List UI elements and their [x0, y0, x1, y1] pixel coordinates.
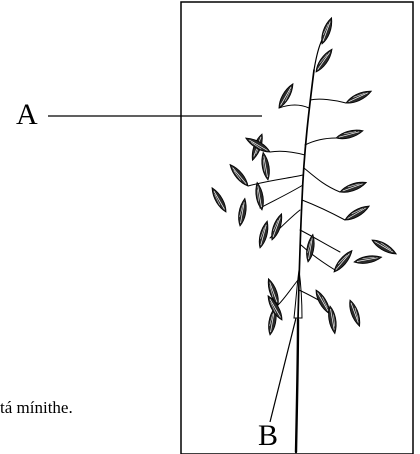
cut-off-caption-text: tá mínithe.	[0, 398, 73, 417]
plant-frame	[180, 1, 414, 454]
label-b: B	[258, 419, 279, 452]
panicle-branches	[247, 98, 347, 306]
callout-line-b	[269, 317, 297, 423]
label-a: A	[16, 98, 38, 131]
panicle-node	[293, 269, 303, 319]
